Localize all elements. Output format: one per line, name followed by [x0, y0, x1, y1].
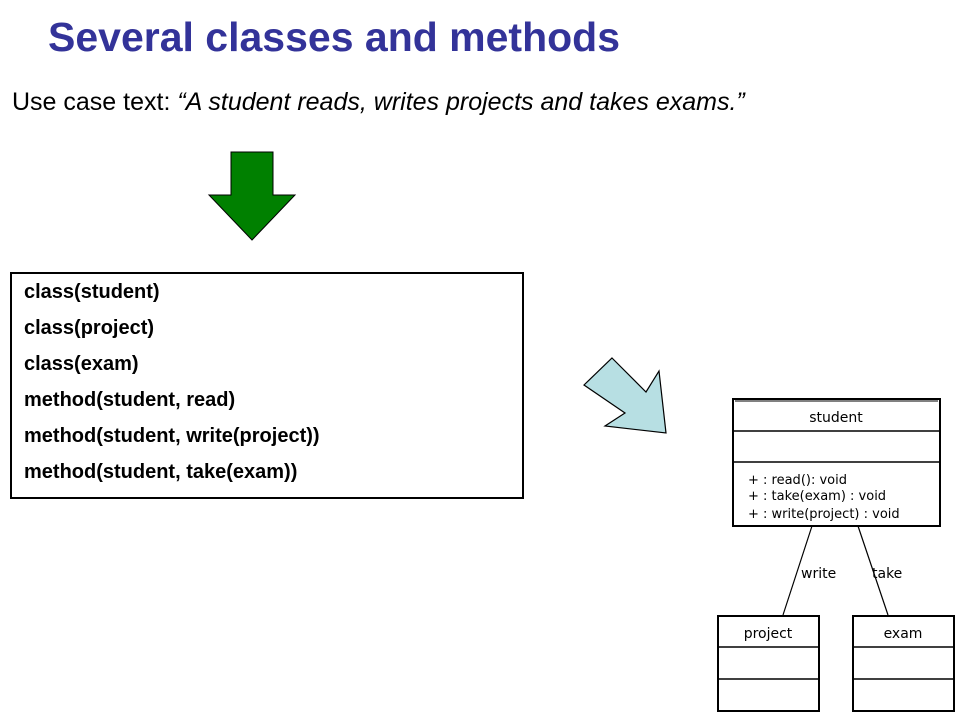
association-label-take: take — [872, 566, 902, 582]
association-write — [782, 525, 813, 616]
fact-line: method(student, write(project)) — [24, 425, 320, 447]
student-method: + : read(): void — [748, 473, 847, 488]
exam-class-name: exam — [884, 626, 923, 642]
use-case-text: Use case text: “A student reads, writes … — [12, 88, 745, 117]
diagonal-arrow-icon — [583, 357, 667, 434]
project-class-name: project — [744, 626, 793, 642]
association-label-write: write — [801, 566, 836, 582]
student-method: + : write(project) : void — [748, 507, 900, 522]
fact-line: class(project) — [24, 317, 155, 339]
down-arrow-icon — [207, 151, 297, 241]
uml-class-exam: exam — [852, 615, 955, 712]
fact-line: method(student, take(exam)) — [24, 461, 298, 483]
use-case-quote: “A student reads, writes projects and ta… — [177, 88, 745, 116]
student-method: + : take(exam) : void — [748, 489, 886, 504]
slide-title: Several classes and methods — [48, 14, 621, 60]
uml-class-project: project — [717, 615, 820, 712]
uml-class-student: student + : read(): void + : take(exam) … — [732, 398, 941, 527]
fact-line: method(student, read) — [24, 389, 236, 411]
student-class-name: student — [809, 410, 863, 426]
association-take — [857, 525, 889, 616]
facts-box: class(student) class(project) class(exam… — [10, 272, 524, 499]
fact-line: class(exam) — [24, 353, 139, 375]
fact-line: class(student) — [24, 281, 160, 303]
use-case-prefix: Use case text: — [12, 88, 178, 116]
